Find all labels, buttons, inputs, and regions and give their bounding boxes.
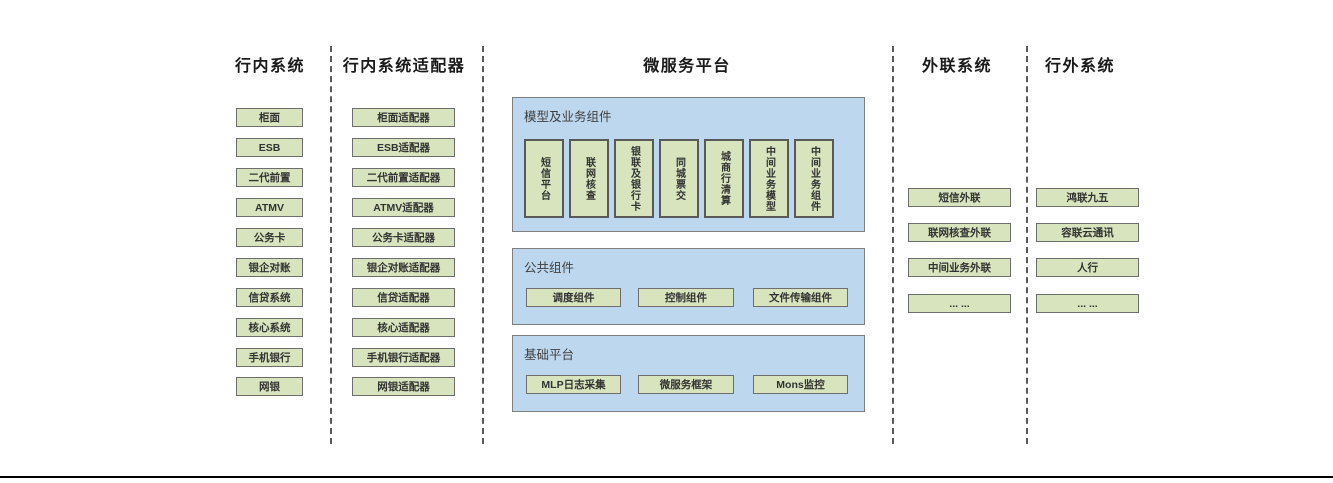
base-platform-box: 微服务框架	[638, 375, 734, 394]
panel-label: 基础平台	[524, 348, 575, 362]
common-component-box: 控制组件	[638, 288, 734, 307]
model-component-box: 中间业务组件	[794, 139, 834, 218]
column-title-external-systems: 行外系统	[1044, 58, 1116, 75]
adapter-box: ESB适配器	[352, 138, 455, 157]
external-system-box: 人行	[1036, 258, 1139, 277]
column-divider	[330, 46, 332, 444]
internal-system-box: 核心系统	[236, 318, 303, 337]
internal-system-box: 信贷系统	[236, 288, 303, 307]
panel-base-platform: 基础平台 MLP日志采集 微服务框架 Mons监控	[512, 335, 865, 412]
outreach-system-box: 中间业务外联	[908, 258, 1011, 277]
outreach-system-box: ... ...	[908, 294, 1011, 313]
internal-system-box: 网银	[236, 377, 303, 396]
internal-system-box: ESB	[236, 138, 303, 157]
adapter-box: 手机银行适配器	[352, 348, 455, 367]
external-system-box: ... ...	[1036, 294, 1139, 313]
adapter-box: 核心适配器	[352, 318, 455, 337]
model-component-box: 联网核查	[569, 139, 609, 218]
column-title-internal-systems: 行内系统	[234, 58, 306, 75]
internal-system-box: ATMV	[236, 198, 303, 217]
external-system-box: 容联云通讯	[1036, 223, 1139, 242]
base-platform-box: Mons监控	[753, 375, 848, 394]
internal-system-box: 公务卡	[236, 228, 303, 247]
model-component-box: 短信平台	[524, 139, 564, 218]
internal-system-box: 柜面	[236, 108, 303, 127]
panel-model-business-components: 模型及业务组件 短信平台 联网核查 银联及银行卡 同城票交 城商行清算 中间业务…	[512, 97, 865, 232]
model-component-box: 同城票交	[659, 139, 699, 218]
adapter-box: 信贷适配器	[352, 288, 455, 307]
column-divider	[892, 46, 894, 444]
common-component-box: 文件传输组件	[753, 288, 848, 307]
base-platform-box: MLP日志采集	[526, 375, 621, 394]
internal-system-box: 二代前置	[236, 168, 303, 187]
model-component-box: 城商行清算	[704, 139, 744, 218]
panel-label: 公共组件	[524, 261, 575, 275]
outreach-system-box: 短信外联	[908, 188, 1011, 207]
page-bottom-border	[0, 476, 1333, 478]
common-component-box: 调度组件	[526, 288, 621, 307]
adapter-box: 公务卡适配器	[352, 228, 455, 247]
outreach-system-box: 联网核查外联	[908, 223, 1011, 242]
adapter-box: 银企对账适配器	[352, 258, 455, 277]
model-component-box: 中间业务模型	[749, 139, 789, 218]
column-divider	[482, 46, 484, 444]
adapter-box: 网银适配器	[352, 377, 455, 396]
adapter-box: ATMV适配器	[352, 198, 455, 217]
column-title-microservice-platform: 微服务平台	[643, 58, 731, 75]
model-component-box: 银联及银行卡	[614, 139, 654, 218]
column-title-internal-adapters: 行内系统适配器	[342, 58, 466, 75]
panel-label: 模型及业务组件	[524, 110, 612, 124]
panel-common-components: 公共组件 调度组件 控制组件 文件传输组件	[512, 248, 865, 325]
internal-system-box: 银企对账	[236, 258, 303, 277]
adapter-box: 柜面适配器	[352, 108, 455, 127]
column-divider	[1026, 46, 1028, 444]
column-title-outreach-systems: 外联系统	[921, 58, 993, 75]
adapter-box: 二代前置适配器	[352, 168, 455, 187]
external-system-box: 鸿联九五	[1036, 188, 1139, 207]
internal-system-box: 手机银行	[236, 348, 303, 367]
